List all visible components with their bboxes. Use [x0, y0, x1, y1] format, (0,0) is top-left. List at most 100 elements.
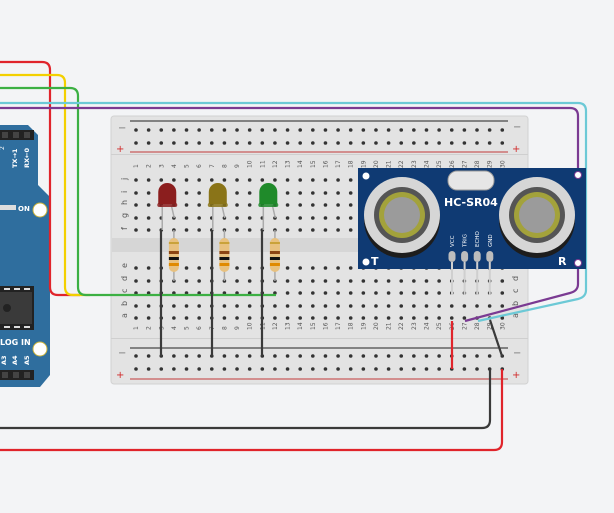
rail-hole[interactable] [235, 128, 239, 132]
breadboard-hole[interactable] [134, 178, 138, 182]
breadboard-hole[interactable] [323, 178, 328, 182]
breadboard-hole[interactable] [146, 266, 151, 270]
breadboard-hole[interactable] [336, 216, 340, 220]
rail-hole[interactable] [146, 141, 151, 145]
wire-5v-return[interactable] [0, 369, 504, 452]
rail-hole[interactable] [323, 367, 328, 371]
rail-hole[interactable] [247, 354, 252, 358]
rail-hole[interactable] [285, 354, 290, 358]
breadboard-hole[interactable] [184, 191, 189, 195]
rail-hole[interactable] [361, 367, 366, 371]
breadboard-hole[interactable] [197, 279, 201, 283]
sensor-pin-gnd[interactable]: GND [486, 234, 494, 295]
rail-hole[interactable] [209, 367, 214, 371]
breadboard-hole[interactable] [247, 279, 252, 283]
breadboard-hole[interactable] [361, 291, 366, 295]
rail-hole[interactable] [247, 141, 252, 145]
rail-hole[interactable] [235, 367, 239, 371]
breadboard-hole[interactable] [424, 291, 429, 295]
breadboard-hole[interactable] [197, 266, 201, 270]
breadboard-hole[interactable] [146, 279, 151, 283]
rail-hole[interactable] [209, 128, 214, 132]
breadboard-hole[interactable] [374, 279, 378, 283]
rail-hole[interactable] [424, 128, 429, 132]
breadboard-hole[interactable] [285, 291, 290, 295]
breadboard-hole[interactable] [209, 178, 214, 182]
breadboard-hole[interactable] [184, 304, 189, 308]
rail-hole[interactable] [159, 367, 164, 371]
rail-hole[interactable] [146, 367, 151, 371]
rail-hole[interactable] [323, 141, 328, 145]
rail-hole[interactable] [134, 128, 138, 132]
breadboard-hole[interactable] [386, 304, 391, 308]
rail-hole[interactable] [209, 141, 214, 145]
breadboard-hole[interactable] [399, 316, 404, 320]
breadboard-hole[interactable] [311, 304, 315, 308]
rail-hole[interactable] [247, 128, 252, 132]
rail-hole[interactable] [285, 141, 290, 145]
rail-hole[interactable] [374, 141, 378, 145]
breadboard-hole[interactable] [273, 304, 277, 308]
rail-hole[interactable] [159, 128, 164, 132]
breadboard-hole[interactable] [235, 191, 239, 195]
rail-hole[interactable] [475, 367, 479, 371]
breadboard-hole[interactable] [500, 316, 505, 320]
rail-hole[interactable] [197, 141, 201, 145]
breadboard-hole[interactable] [298, 316, 302, 320]
breadboard-hole[interactable] [323, 316, 328, 320]
rail-hole[interactable] [273, 367, 277, 371]
rail-hole[interactable] [412, 354, 416, 358]
breadboard-hole[interactable] [348, 316, 353, 320]
breadboard-hole[interactable] [348, 191, 353, 195]
breadboard-hole[interactable] [184, 279, 189, 283]
breadboard-hole[interactable] [197, 304, 201, 308]
rail-hole[interactable] [197, 128, 201, 132]
breadboard-hole[interactable] [386, 291, 391, 295]
breadboard-hole[interactable] [348, 279, 353, 283]
rail-hole[interactable] [134, 367, 138, 371]
rail-hole[interactable] [197, 354, 201, 358]
breadboard-hole[interactable] [298, 304, 302, 308]
breadboard-hole[interactable] [235, 178, 239, 182]
breadboard-hole[interactable] [348, 291, 353, 295]
rail-hole[interactable] [386, 354, 391, 358]
rail-hole[interactable] [273, 354, 277, 358]
breadboard-hole[interactable] [361, 279, 366, 283]
breadboard-hole[interactable] [437, 291, 441, 295]
rail-hole[interactable] [449, 141, 454, 145]
breadboard-hole[interactable] [285, 228, 290, 232]
breadboard-hole[interactable] [311, 291, 315, 295]
rail-hole[interactable] [336, 128, 340, 132]
breadboard-hole[interactable] [311, 228, 315, 232]
breadboard-hole[interactable] [424, 279, 429, 283]
breadboard-hole[interactable] [298, 203, 302, 207]
rail-hole[interactable] [399, 354, 404, 358]
breadboard-hole[interactable] [298, 279, 302, 283]
breadboard-hole[interactable] [134, 216, 138, 220]
sensor-pin-echo[interactable]: ECHO [473, 231, 482, 295]
breadboard-hole[interactable] [424, 304, 429, 308]
green-led[interactable] [258, 183, 279, 230]
rail-hole[interactable] [235, 354, 239, 358]
rail-hole[interactable] [285, 128, 290, 132]
breadboard-hole[interactable] [184, 203, 189, 207]
breadboard-hole[interactable] [462, 316, 467, 320]
rail-hole[interactable] [184, 128, 189, 132]
breadboard-hole[interactable] [197, 316, 201, 320]
breadboard-hole[interactable] [336, 291, 340, 295]
rail-hole[interactable] [500, 128, 505, 132]
breadboard-hole[interactable] [311, 316, 315, 320]
breadboard-hole[interactable] [323, 291, 328, 295]
breadboard-hole[interactable] [247, 216, 252, 220]
breadboard-hole[interactable] [412, 279, 416, 283]
breadboard-hole[interactable] [449, 304, 454, 308]
breadboard-hole[interactable] [197, 191, 201, 195]
breadboard-hole[interactable] [285, 279, 290, 283]
breadboard-hole[interactable] [285, 191, 290, 195]
breadboard-hole[interactable] [348, 178, 353, 182]
breadboard-hole[interactable] [172, 178, 176, 182]
leds[interactable] [157, 183, 279, 230]
breadboard-hole[interactable] [323, 266, 328, 270]
